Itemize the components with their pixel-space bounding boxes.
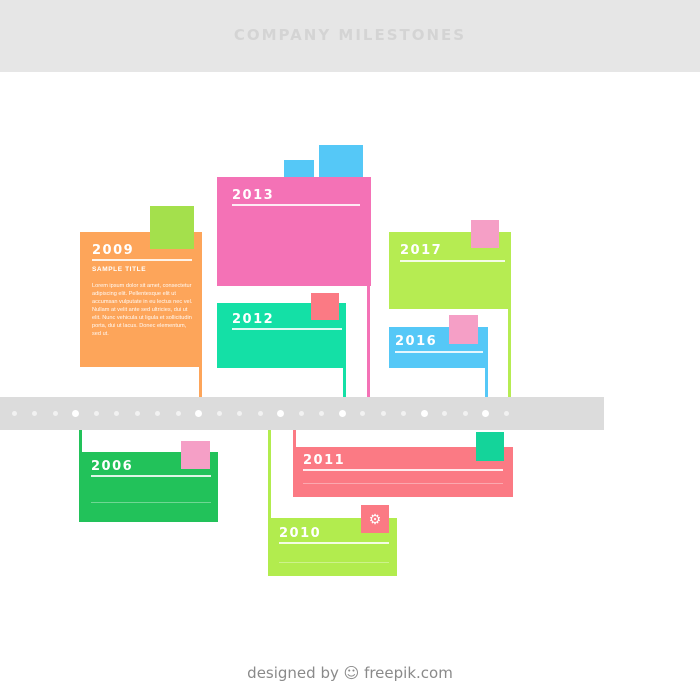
stem-2017 [508,308,511,399]
timeline-dot [298,410,304,416]
milestone-card-2016[interactable]: 2016 [389,327,488,368]
timeline-dot [257,410,263,416]
header-title: COMPANY MILESTONES [233,26,467,44]
footer-brand: freepik.com [364,664,453,682]
milestone-year: 2012 [232,312,275,327]
milestone-rule [232,204,360,206]
timeline-dot [420,409,428,417]
milestone-card-2013[interactable]: 2013 [217,177,371,286]
pink-square-2016 [449,315,478,344]
timeline-dot [237,410,242,416]
milestone-card-2017[interactable]: 2017 [389,232,511,309]
milestone-rule [279,542,389,544]
footer-prefix: designed by [247,664,339,682]
timeline-dot [195,409,202,417]
timeline-dot [216,410,222,416]
milestone-rule-faint [91,502,211,503]
milestone-year: 2013 [232,188,275,203]
milestone-rule [303,469,503,471]
stem-2006 [79,430,82,455]
timeline-dot [175,410,181,416]
milestone-rule [395,351,483,353]
gear-square-2010: ⚙ [361,505,389,533]
timeline-dot [93,410,99,416]
timeline-dot [277,409,284,417]
timeline-track [0,397,604,430]
timeline-dot [338,409,346,417]
milestone-year: 2011 [303,453,346,468]
timeline-dot [32,410,37,416]
milestone-rule-faint [303,483,503,484]
timeline-dot [360,410,365,416]
timeline-dot [401,410,406,416]
timeline-dot [155,410,160,416]
timeline-dot [72,409,79,417]
timeline-dot [380,410,386,416]
sample-body: Lorem ipsum dolor sit amet, consectetur … [92,283,193,337]
freepik-logo-icon: ☺ [343,664,360,682]
milestone-rule [92,259,192,261]
milestone-year: 2017 [400,243,443,258]
timeline-dot [52,410,58,416]
pink-square-2006 [181,441,210,469]
timeline-dot [11,410,17,416]
milestone-year: 2010 [279,526,322,541]
milestone-year: 2016 [395,334,438,349]
pink-square-2017 [471,220,499,248]
milestone-year: 2006 [91,459,134,474]
footer-credit: designed by ☺ freepik.com [0,664,700,682]
milestone-rule [91,475,211,477]
stem-2010 [268,430,271,520]
timeline-dot [503,410,509,416]
milestone-rule [400,260,505,262]
milestone-rule-faint [279,562,389,563]
timeline-dot [134,410,140,416]
timeline-dot [482,409,489,417]
timeline-dot [462,410,468,416]
stem-2011 [293,430,296,450]
milestone-card-2009[interactable]: 2009 SAMPLE TITLE Lorem ipsum dolor sit … [80,232,202,367]
timeline-dot [114,410,119,416]
timeline-dot [442,410,447,416]
green-square-2009 [150,206,194,249]
stem-2016 [485,368,488,399]
header-band: COMPANY MILESTONES [0,0,700,72]
milestone-rule [232,328,342,330]
sample-title: SAMPLE TITLE [92,266,147,273]
stem-2009 [199,365,202,399]
gear-icon: ⚙ [368,510,382,527]
green-square-2011 [476,432,504,461]
timeline-dot [319,410,324,416]
milestone-year: 2009 [92,243,135,258]
red-square-2012 [311,293,339,320]
stem-2013 [367,285,370,400]
